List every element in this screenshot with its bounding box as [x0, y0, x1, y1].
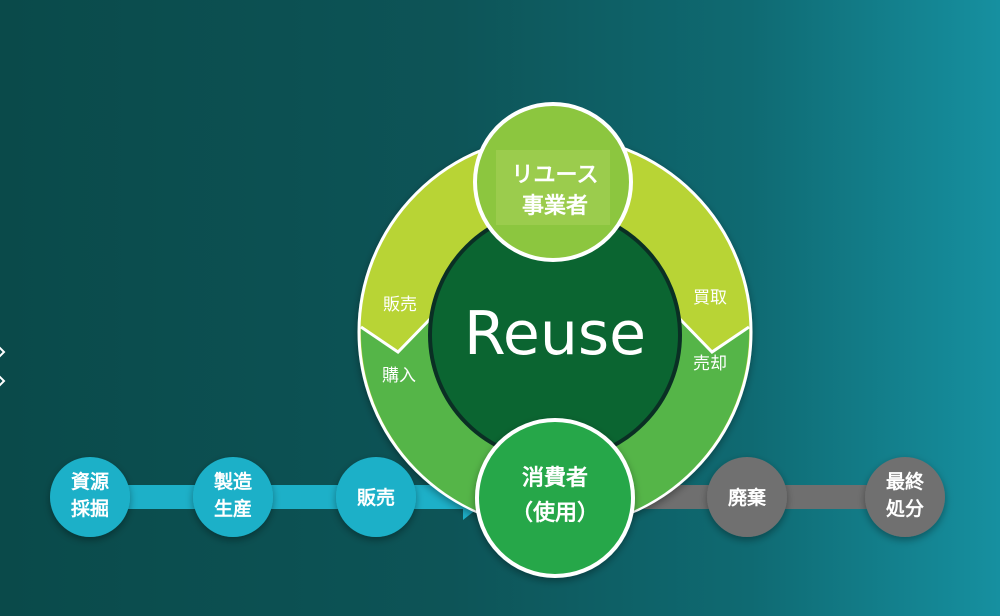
- flow-node-1-line1: 資源: [71, 470, 109, 493]
- end-node-1-line1: 廃棄: [728, 486, 767, 509]
- ring-label-sell-left: 販売: [383, 295, 417, 315]
- end-node-disposal: 廃棄: [707, 457, 787, 537]
- flow-node-resource-extraction: 資源 採掘: [50, 457, 130, 537]
- reuse-business-line1: リユース: [512, 163, 599, 188]
- reuse-business-node: リユース 事業者: [473, 102, 633, 262]
- end-node-2-line1: 最終: [886, 470, 925, 493]
- left-edge-chevron-icon: [0, 346, 6, 358]
- ring-divider-right: [674, 313, 750, 354]
- flow-node-2-line1: 製造: [213, 470, 253, 493]
- ring-label-buy-left: 購入: [382, 366, 416, 386]
- ring-label-buy-right: 買取: [693, 288, 727, 308]
- reuse-business-line2: 事業者: [522, 193, 588, 219]
- flow-node-sales: 販売: [336, 457, 416, 537]
- ring-divider-left: [360, 313, 436, 354]
- hub-label: Reuse: [464, 299, 646, 369]
- consumer-line2: （使用）: [511, 501, 599, 526]
- left-edge-chevron-icon-2: [0, 375, 6, 387]
- flow-node-manufacturing: 製造 生産: [193, 457, 273, 537]
- flow-node-3-line1: 販売: [357, 486, 395, 509]
- flow-node-2-line2: 生産: [214, 497, 252, 520]
- consumer-line1: 消費者: [522, 466, 588, 491]
- consumer-node: 消費者 （使用）: [475, 418, 635, 578]
- ring-label-sell-right: 売却: [693, 354, 727, 374]
- end-node-final-disposal: 最終 処分: [865, 457, 945, 537]
- end-node-2-line2: 処分: [886, 497, 924, 520]
- flow-node-1-line2: 採掘: [71, 497, 109, 520]
